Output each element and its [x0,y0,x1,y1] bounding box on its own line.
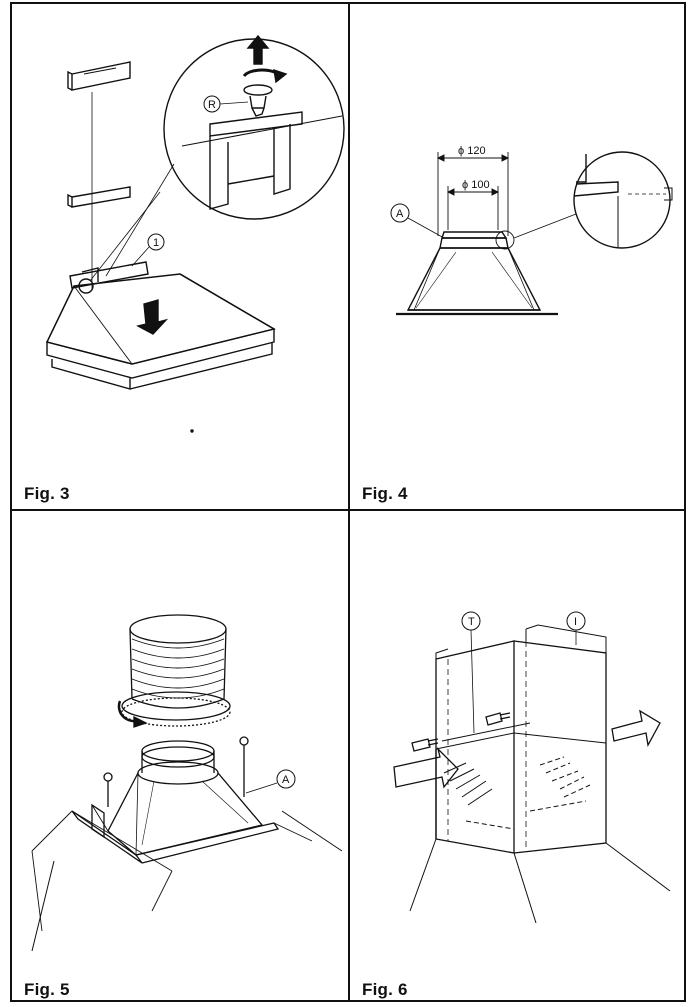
callout-r-label: R [208,99,216,111]
wall-bracket-middle [67,186,131,208]
figure-6-drawing: T I [393,611,671,924]
screw-upper [485,712,511,726]
detail-magnifier [105,34,345,277]
dimension-lines [436,152,510,236]
figure-4-panel: ϕ 120 ϕ 100 A [350,4,684,509]
wall-bracket-top [67,61,131,91]
callout-a-label: A [282,774,290,786]
figure-4-label: Fig. 4 [362,484,408,503]
callout-t-label: T [468,616,475,628]
screw-left [103,772,113,807]
airflow-arrow-in-icon [393,746,459,789]
detail-magnifier [495,151,673,250]
hood-outline [396,247,558,316]
callout-a-label: A [396,208,404,220]
panel-divider-vertical [348,4,350,1000]
callout-a: A [390,203,445,239]
figure-6-panel: T I Fig. 6 [350,511,684,1000]
dimension-phi-120: ϕ 120 [458,145,486,157]
dimension-phi-100: ϕ 100 [462,179,490,191]
figure-6-label: Fig. 6 [362,980,408,999]
hood-body [31,772,343,952]
instruction-sheet: 1 [10,2,686,1002]
callout-a: A [245,769,296,794]
panel-divider-horizontal [12,509,684,511]
down-arrow-icon [136,299,169,335]
callout-t: T [461,611,481,734]
chimney-box [435,624,607,854]
figure-4-drawing: ϕ 120 ϕ 100 A [390,145,673,316]
screw-lower [411,738,439,752]
callout-i-label: I [574,616,577,628]
callout-1-label: 1 [153,237,159,249]
vent-slots [443,756,591,830]
hood-body [45,273,276,390]
screw-right [239,736,249,797]
callout-i: I [566,611,586,645]
figure-5-panel: A Fig. 5 [12,511,348,1000]
figure-3-drawing: 1 [45,34,345,433]
hood-collar [137,740,219,785]
flexible-duct [117,614,231,728]
figure-5-label: Fig. 5 [24,980,70,999]
figure-3-panel: 1 [12,4,348,509]
figure-5-drawing: A [31,614,343,952]
hood-outline [409,838,671,924]
callout-1: 1 [131,233,165,267]
airflow-arrow-out-icon [611,709,661,747]
figure-3-label: Fig. 3 [24,484,70,503]
callout-r: R [203,95,249,113]
